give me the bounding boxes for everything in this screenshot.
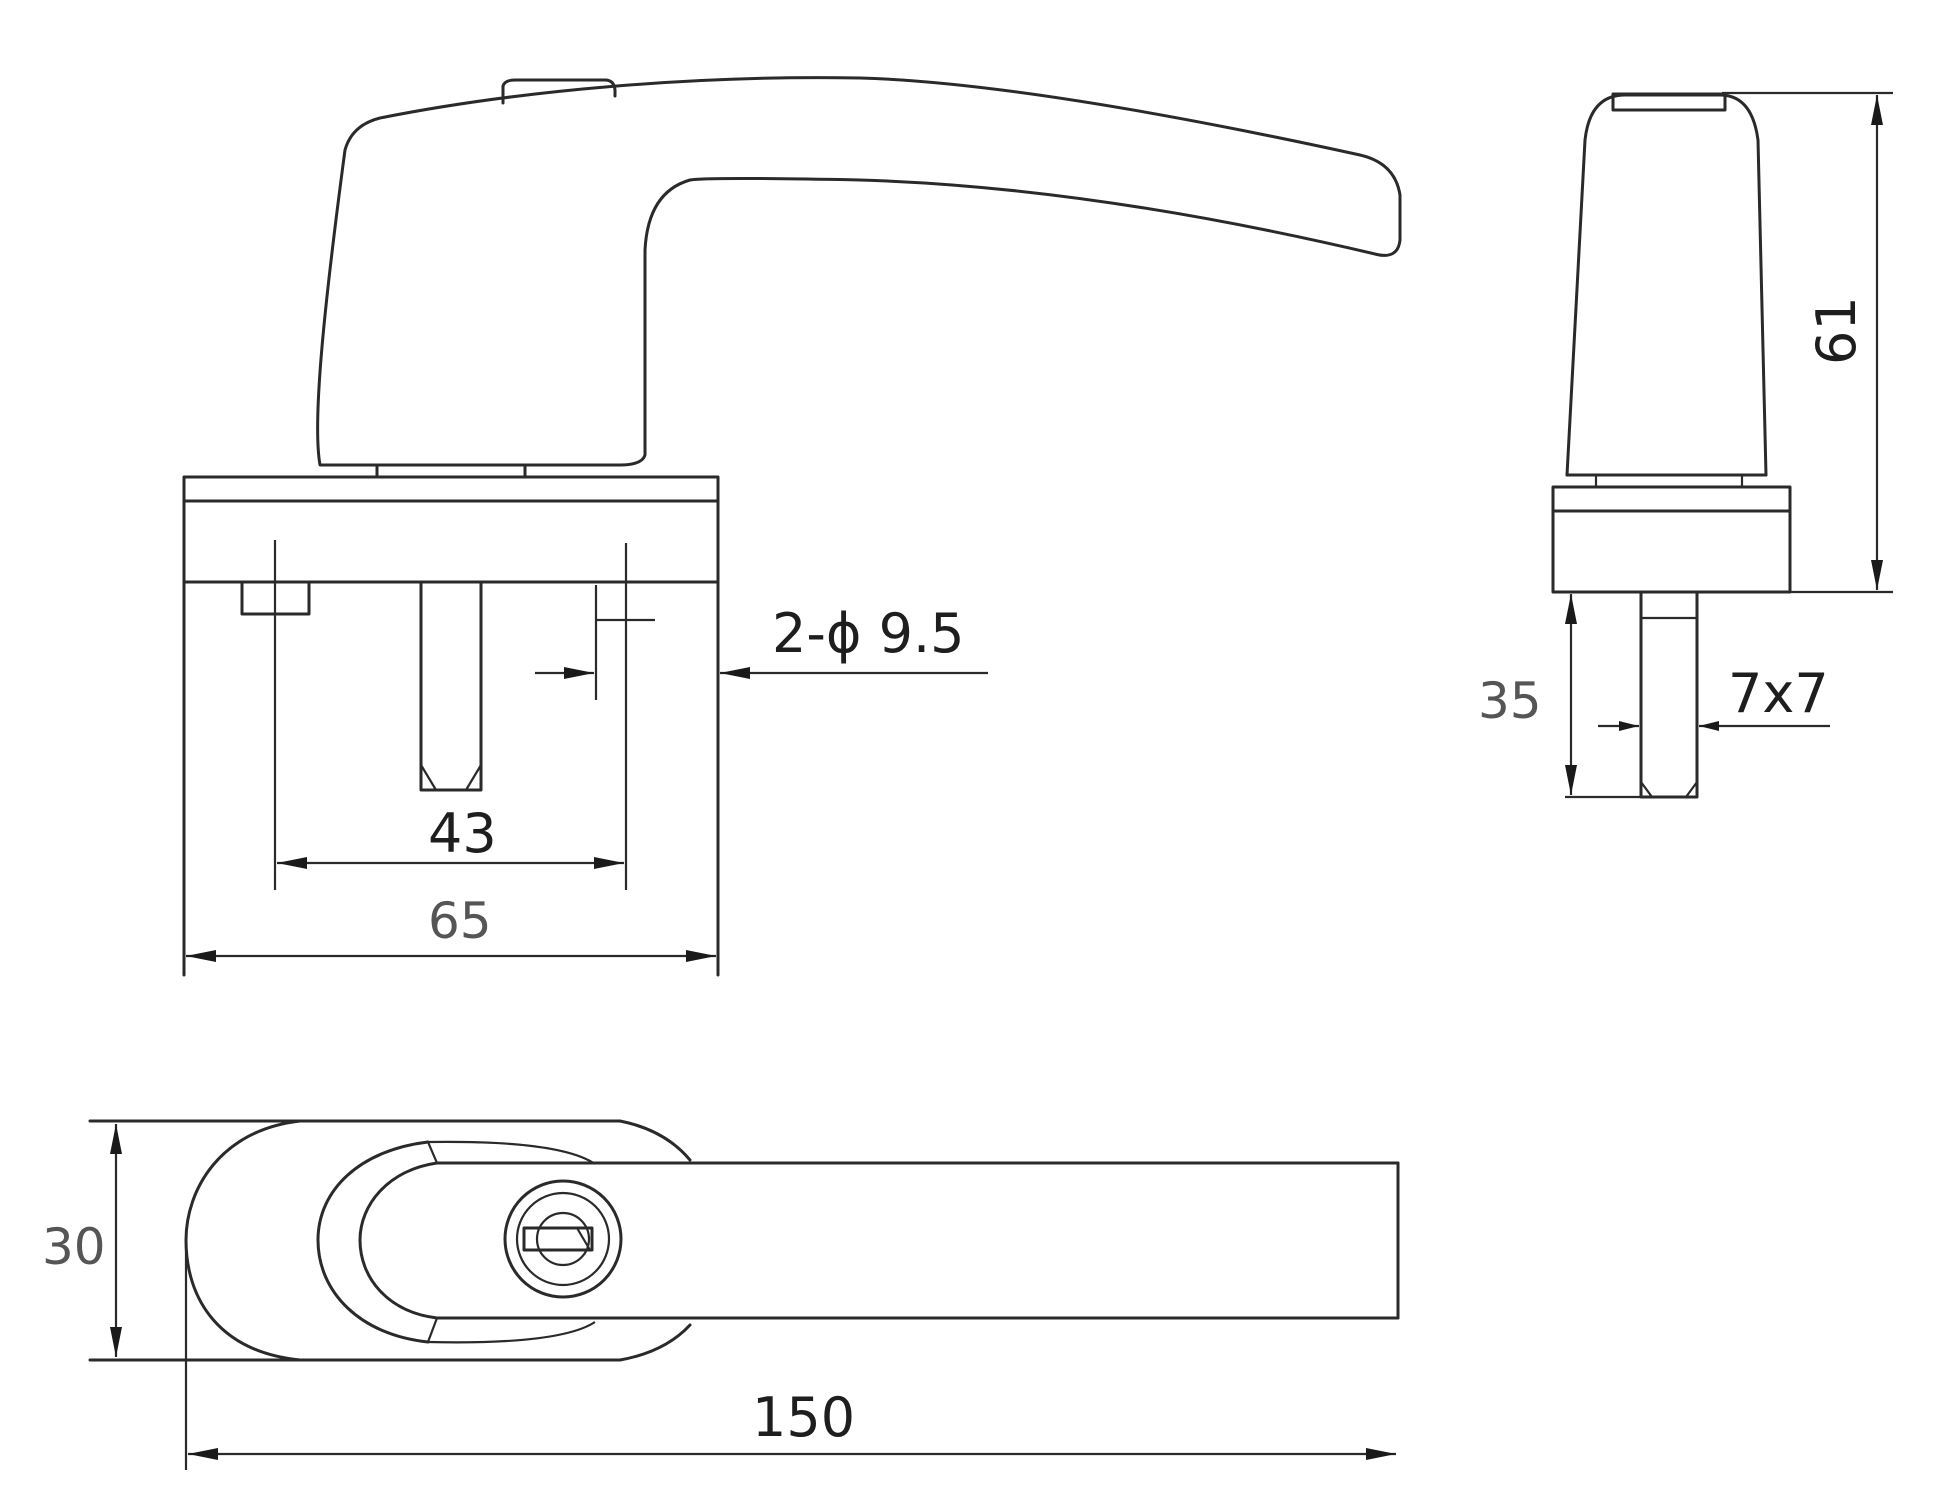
side-spindle bbox=[1639, 590, 1699, 799]
spindle bbox=[419, 580, 483, 792]
collar-edges bbox=[426, 1141, 439, 1343]
side-view: 61 35 7x7 bbox=[1478, 91, 1893, 799]
spacing-dimension-label: 43 bbox=[428, 802, 497, 865]
side-spindle-tip bbox=[1640, 781, 1698, 798]
height-dimension-label: 61 bbox=[1805, 296, 1868, 365]
collar-inner bbox=[358, 1161, 439, 1320]
rosette-outer bbox=[184, 1119, 302, 1362]
handle-side-outline bbox=[1565, 93, 1768, 477]
hole-dimension-label: 2-ϕ 9.5 bbox=[772, 602, 965, 665]
depth-dimension-label: 30 bbox=[42, 1218, 106, 1276]
base-width-dimension-label: 65 bbox=[428, 892, 492, 950]
rosette-right-top bbox=[618, 1119, 692, 1162]
release-button bbox=[501, 78, 617, 105]
front-view: 2-ϕ 9.5 43 65 bbox=[182, 76, 1402, 977]
spindle-section-label: 7x7 bbox=[1728, 662, 1829, 725]
rosette-right-bottom bbox=[618, 1323, 692, 1362]
handle-lever-outline bbox=[316, 76, 1402, 467]
collar-flanks bbox=[427, 1140, 596, 1344]
lock-cylinder-icon bbox=[503, 1179, 623, 1299]
spindle-tip bbox=[420, 764, 482, 792]
spindle-length-dimension-label: 35 bbox=[1478, 672, 1542, 730]
top-view: 30 150 bbox=[42, 1119, 1400, 1470]
side-top-cap bbox=[1611, 92, 1727, 112]
length-dimension-label: 150 bbox=[752, 1386, 855, 1449]
side-base bbox=[1551, 509, 1792, 594]
side-base-top bbox=[1551, 485, 1792, 513]
base-plate-top bbox=[182, 475, 720, 503]
collar-outer bbox=[316, 1140, 430, 1344]
